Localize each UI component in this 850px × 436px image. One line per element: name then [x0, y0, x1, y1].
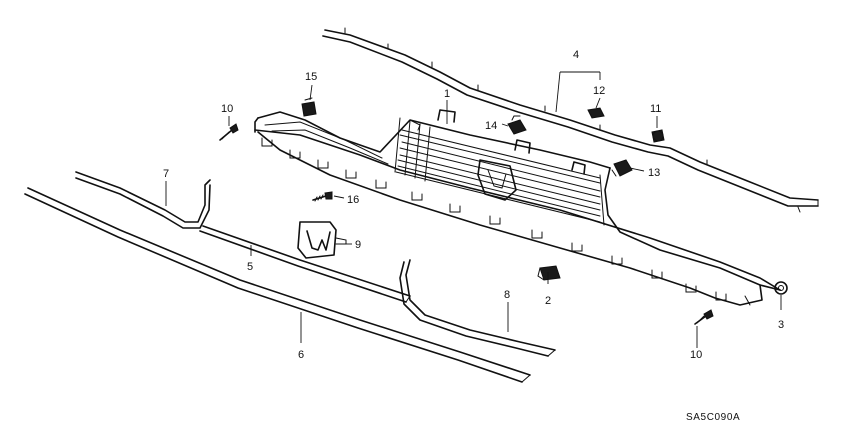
callout-10-bottom: 10: [690, 349, 702, 361]
callout-9: 9: [355, 239, 361, 251]
callout-labels: 1 2 3 4 5 6 7 8 9 10 10 11 12 13 14 15 1…: [163, 49, 784, 361]
long-bottom-molding: [24, 187, 531, 383]
lower-strip: [199, 225, 411, 303]
drawing-code: SA5C090A: [686, 412, 740, 423]
left-molding: [75, 171, 211, 229]
screw-part-10-bottom: [694, 309, 714, 325]
callout-7: 7: [163, 168, 169, 180]
nut-part-3: [774, 281, 788, 295]
callout-12: 12: [593, 85, 605, 97]
screw-part-16: [312, 191, 333, 202]
leader-lines: [165, 71, 782, 348]
emblem: [297, 221, 347, 259]
callout-10-top: 10: [221, 103, 233, 115]
callout-6: 6: [298, 349, 304, 361]
callout-4: 4: [573, 49, 579, 61]
upper-molding-strip: [322, 27, 819, 213]
callout-14: 14: [485, 120, 497, 132]
callout-16: 16: [347, 194, 359, 206]
main-grille: [254, 109, 781, 306]
callout-8: 8: [504, 289, 510, 301]
clip-part-14: [507, 115, 527, 135]
clip-part-13: [611, 159, 633, 177]
grommet-part-11: [651, 129, 665, 143]
callout-15: 15: [305, 71, 317, 83]
clip-part-15: [301, 97, 317, 117]
callout-2: 2: [545, 295, 551, 307]
callout-13: 13: [648, 167, 660, 179]
callout-11: 11: [650, 103, 661, 115]
clip-part-2: [537, 265, 561, 281]
clip-part-12: [587, 107, 605, 119]
callout-1: 1: [444, 88, 450, 100]
right-molding: [399, 259, 556, 357]
screw-part-10-top: [219, 123, 239, 141]
callout-5: 5: [247, 261, 253, 273]
callout-3: 3: [778, 319, 784, 331]
